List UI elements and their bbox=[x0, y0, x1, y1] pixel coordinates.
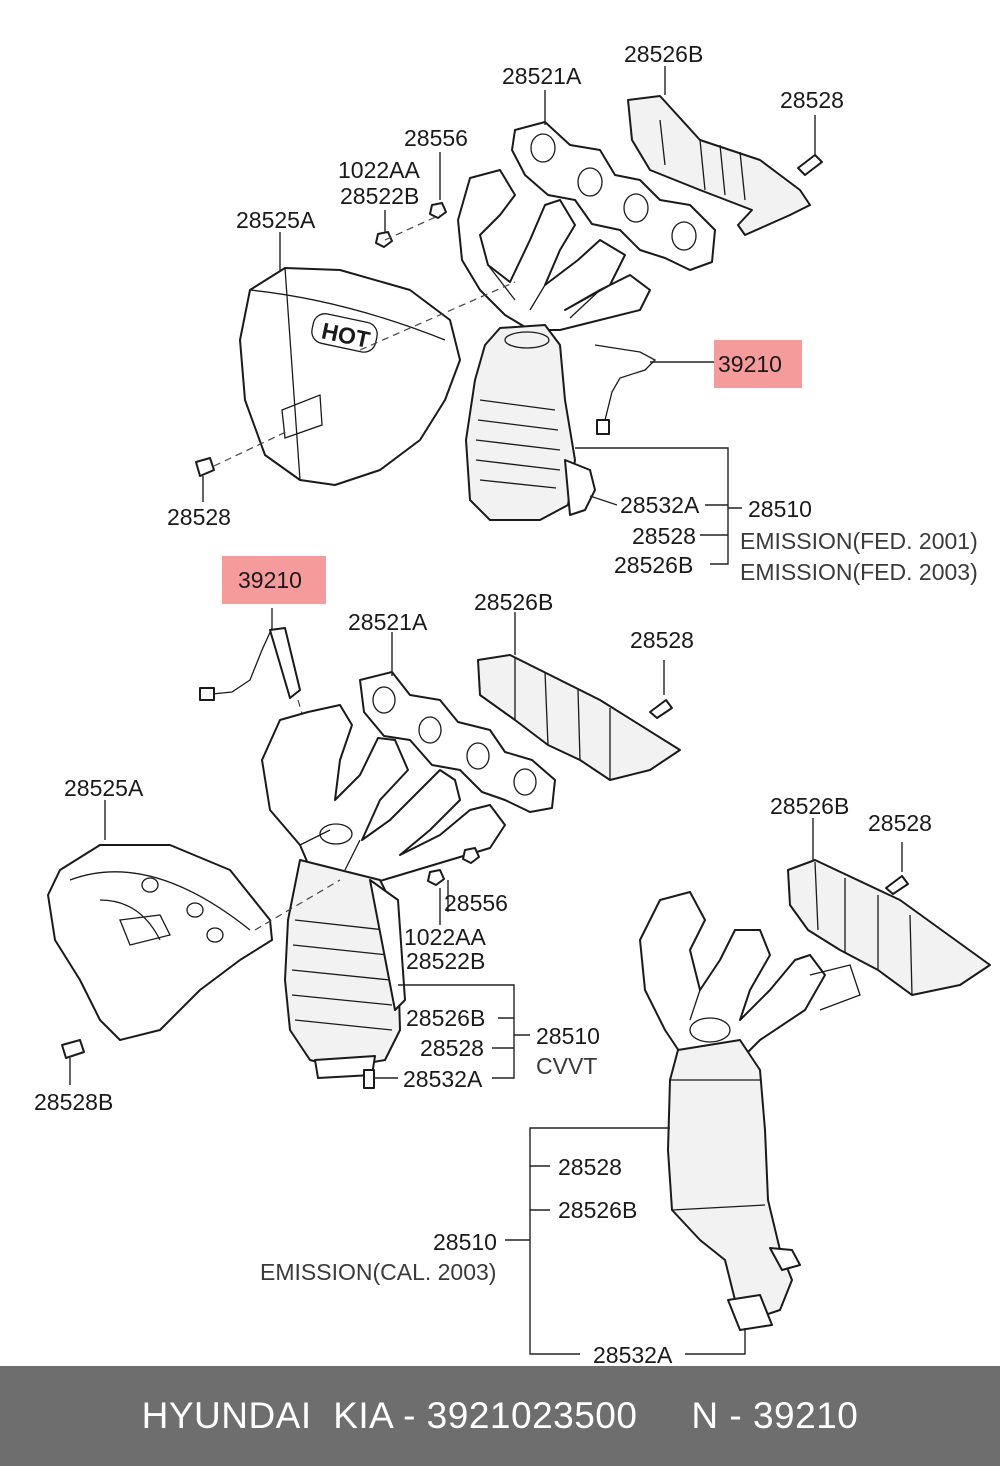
callout-28522B-middle: 28522B bbox=[406, 948, 485, 974]
callout-28528-bottom: 28528 bbox=[868, 810, 932, 836]
catalytic-converter-upper bbox=[465, 324, 576, 521]
bolt-28528-left bbox=[195, 457, 215, 502]
gasket-28521A-upper bbox=[511, 121, 716, 271]
nut-1022AA-middle bbox=[427, 869, 445, 886]
callout-highlight-39210-middle bbox=[222, 556, 326, 604]
callout-28528-bottom-b: 28528 bbox=[558, 1154, 622, 1180]
exhaust-manifold-parts-diagram: HOT 28526B 28528 28521A 28556 1022AA 285… bbox=[34, 41, 991, 1366]
heat-shield-28525A-middle bbox=[47, 844, 273, 1041]
callout-28532A-middle: 28532A bbox=[403, 1066, 483, 1092]
footer-reference: N - 39210 bbox=[691, 1395, 859, 1436]
bottom-assembly bbox=[639, 842, 991, 1331]
callout-28532A-top: 28532A bbox=[620, 492, 700, 518]
note-emission-fed-2003: EMISSION(FED. 2003) bbox=[740, 559, 978, 585]
callout-28526B-bottom: 28526B bbox=[770, 793, 849, 819]
heat-shield-upper bbox=[627, 95, 811, 236]
callout-28526B-top-b: 28526B bbox=[614, 552, 693, 578]
bolt-28528-bottom bbox=[885, 842, 909, 895]
oxygen-sensor-middle bbox=[211, 608, 273, 695]
callout-28528-top-right: 28528 bbox=[780, 87, 844, 113]
footer-spacer bbox=[637, 1395, 691, 1437]
callout-28522B-top: 28522B bbox=[340, 183, 419, 209]
callout-28526B-middle-b: 28526B bbox=[406, 1005, 485, 1031]
callout-28525A-top: 28525A bbox=[236, 207, 316, 233]
catalytic-converter-middle bbox=[284, 859, 401, 1069]
nut-28556-middle bbox=[462, 847, 480, 864]
callout-28526B-middle: 28526B bbox=[474, 589, 553, 615]
bolt-28528-upper bbox=[797, 115, 823, 176]
callout-28526B-bottom-b: 28526B bbox=[558, 1197, 637, 1223]
callout-28526B-top: 28526B bbox=[624, 41, 703, 67]
callout-28510-middle: 28510 bbox=[536, 1023, 600, 1049]
heat-shield-28525A-upper bbox=[239, 267, 461, 486]
note-emission-cal-2003: EMISSION(CAL. 2003) bbox=[260, 1259, 496, 1285]
top-assembly: HOT bbox=[195, 95, 823, 521]
footer-bar: HYUNDAI KIA - 3921023500 N - 39210 bbox=[0, 1366, 1000, 1466]
callout-28521A-top: 28521A bbox=[502, 63, 582, 89]
callout-28528-middle: 28528 bbox=[630, 627, 694, 653]
callout-28528-top-b: 28528 bbox=[632, 523, 696, 549]
callout-28532A-bottom: 28532A bbox=[593, 1342, 673, 1366]
oxygen-sensor-upper bbox=[594, 344, 657, 421]
nut-28522B-upper bbox=[375, 231, 393, 248]
callout-28528B: 28528B bbox=[34, 1089, 113, 1115]
middle-assembly bbox=[47, 608, 681, 1089]
note-cvvt: CVVT bbox=[536, 1053, 597, 1079]
gasket-28521A-middle bbox=[359, 671, 556, 813]
callout-highlight-39210-top bbox=[714, 340, 802, 388]
bolt-28528B bbox=[61, 1039, 85, 1085]
note-emission-fed-2001: EMISSION(FED. 2001) bbox=[740, 528, 978, 554]
nut-28556-upper bbox=[429, 202, 447, 219]
callout-28525A-middle: 28525A bbox=[64, 775, 144, 801]
catalytic-converter-bottom bbox=[667, 1039, 793, 1321]
callout-28556-top: 28556 bbox=[404, 125, 468, 151]
callout-28510-bottom: 28510 bbox=[433, 1229, 497, 1255]
callout-1022AA-top: 1022AA bbox=[338, 157, 421, 183]
callout-39210-top[interactable]: 39210 bbox=[718, 351, 782, 377]
callout-39210-middle[interactable]: 39210 bbox=[238, 567, 302, 593]
callout-28528-top-left: 28528 bbox=[167, 504, 231, 530]
callout-28521A-middle: 28521A bbox=[348, 609, 428, 635]
callout-28510-top: 28510 bbox=[748, 496, 812, 522]
callout-1022AA-middle: 1022AA bbox=[404, 924, 487, 950]
callout-28528-middle-b: 28528 bbox=[420, 1035, 484, 1061]
callout-28556-middle: 28556 bbox=[444, 890, 508, 916]
footer-part-number: HYUNDAI KIA - 3921023500 bbox=[141, 1395, 638, 1436]
bolt-28528-middle bbox=[649, 660, 673, 719]
